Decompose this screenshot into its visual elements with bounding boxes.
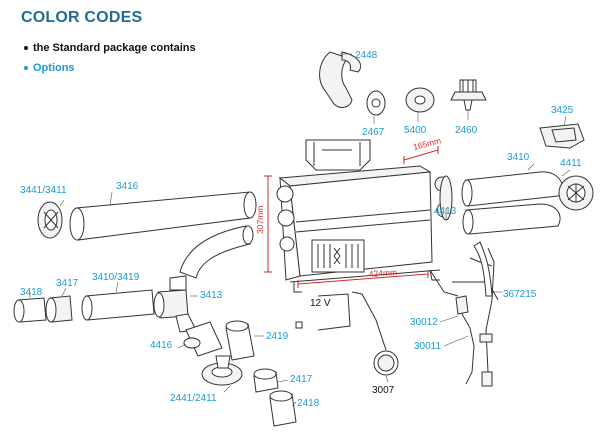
part-3418-tube [13, 297, 47, 323]
label-3416: 3416 [116, 181, 139, 192]
label-3417: 3417 [56, 278, 79, 289]
part-3416-silencer [69, 191, 257, 241]
label-2441-2411: 2441/2411 [170, 393, 217, 404]
label-2419: 2419 [266, 331, 289, 342]
part-elbow-duct [179, 225, 254, 279]
label-2417: 2417 [290, 374, 313, 385]
bullet-icon [24, 66, 28, 70]
part-3410-3419-tube [81, 289, 155, 321]
label-30011: 30011 [414, 341, 442, 352]
label-2460: 2460 [455, 125, 478, 136]
label-3418: 3418 [20, 287, 43, 298]
part-2419-tube [225, 320, 255, 361]
part-2418-tube [269, 390, 297, 427]
part-2448-hood [319, 51, 386, 116]
part-3417-coupler [45, 295, 73, 323]
label-30012: 30012 [410, 317, 438, 328]
part-30012-sensor [455, 295, 475, 385]
part-4416-tube [183, 321, 223, 357]
dimension-lines [264, 146, 439, 288]
part-3413-tee [153, 275, 197, 333]
legend-options-label: Options [33, 62, 75, 74]
label-3413: 3413 [200, 290, 223, 301]
dimension-height: 307mm [255, 206, 265, 234]
label-2418: 2418 [297, 398, 320, 409]
label-4411: 4411 [560, 158, 582, 169]
bullet-icon [24, 46, 28, 50]
label-367215: 367215 [503, 289, 537, 300]
heater-unit [276, 139, 452, 293]
part-3410-ducts [461, 171, 563, 235]
label-3007: 3007 [372, 385, 395, 396]
legend-standard-label: the Standard package contains [33, 42, 196, 54]
label-4413: 4413 [434, 206, 457, 217]
page-title: COLOR CODES [21, 9, 143, 26]
part-3007-control [373, 350, 399, 376]
label-3410-3419: 3410/3419 [92, 272, 140, 283]
label-3410-right: 3410 [507, 152, 530, 163]
label-3425: 3425 [551, 105, 574, 116]
part-3441-3411-grille [37, 201, 63, 239]
label-2448: 2448 [355, 50, 378, 61]
dimension-depth: 165mm [412, 135, 442, 152]
label-5400: 5400 [404, 125, 427, 136]
legend-options: Options [24, 62, 75, 74]
label-2467: 2467 [362, 127, 385, 138]
label-3441-3411: 3441/3411 [20, 185, 67, 196]
label-12v: 12 V [310, 298, 331, 309]
part-3425-cap [539, 123, 585, 149]
dimension-width: 424mm [368, 267, 397, 279]
part-2460-vent [450, 79, 487, 111]
part-4411-grille [558, 175, 594, 211]
part-5400-grille [405, 87, 435, 113]
part-labels: 2448 2467 5400 2460 3425 3410 4411 4413 … [20, 50, 582, 409]
label-4416: 4416 [150, 340, 173, 351]
part-2417-tube [253, 368, 279, 393]
part-367215-fuel-pipe [473, 241, 493, 387]
leader-lines [29, 53, 571, 407]
part-2441-2411-ring [201, 355, 243, 386]
legend-standard: the Standard package contains [24, 42, 196, 54]
